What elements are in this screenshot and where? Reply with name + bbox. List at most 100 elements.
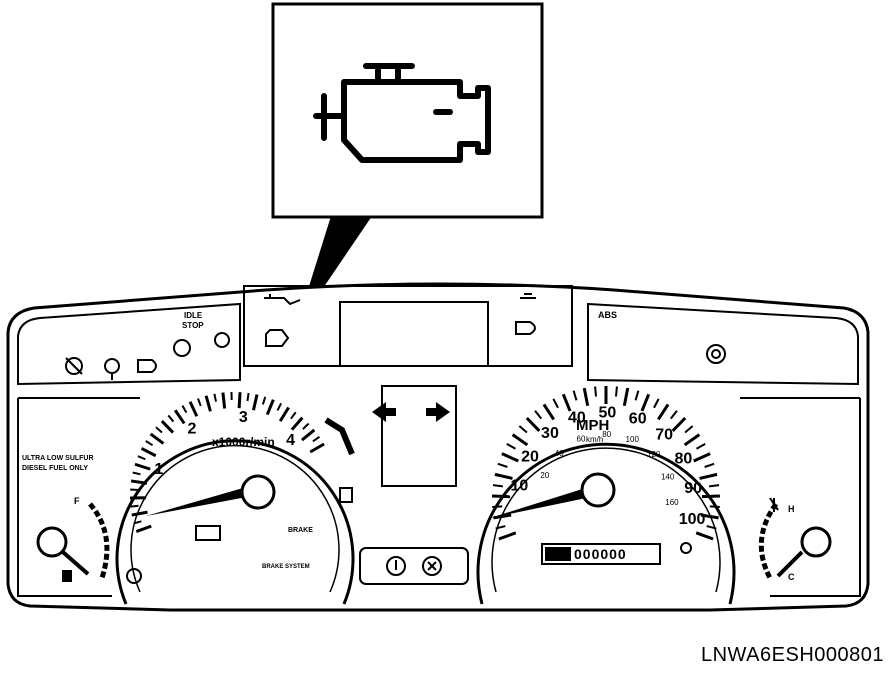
speedometer-mph-label: 50 (598, 405, 616, 422)
tachometer-label: 1 (154, 461, 163, 478)
speedometer-tick (706, 525, 717, 530)
speedometer-kmh-label: 60 (577, 435, 586, 444)
tachometer-tick (204, 395, 212, 412)
speedometer-mph-label: 40 (568, 410, 586, 427)
tachometer-tick (246, 392, 250, 402)
tachometer-tick (276, 402, 283, 411)
speedometer-tick (701, 494, 720, 499)
speedometer-tick (699, 472, 718, 480)
reference-code: LNWA6ESH000801 (700, 644, 884, 666)
brake-label: BRAKE (288, 527, 313, 534)
center-panel (264, 293, 536, 585)
turn-left-arrow-icon (372, 402, 396, 422)
brake-warning-icon (386, 556, 442, 576)
speedometer-tick (709, 505, 720, 508)
speedometer-tick (622, 387, 630, 407)
speedometer-tick (684, 425, 694, 434)
speedometer-tick (497, 462, 508, 468)
abs-label: ABS (598, 310, 617, 320)
tachometer-tick (290, 416, 304, 431)
speedometer-tick (695, 531, 714, 541)
speedometer-mph-label: 20 (521, 448, 539, 465)
temp-gauge-hub (800, 526, 832, 558)
speedometer-tick (498, 531, 517, 541)
speedometer-mph-label: 70 (655, 427, 673, 444)
abs-icon (706, 344, 726, 364)
svg-text:STOP: STOP (182, 321, 204, 330)
tachometer-tick (237, 392, 242, 409)
speedometer-tick (671, 416, 687, 432)
speedometer-tick (594, 386, 598, 397)
speedometer-kmh-label: 40 (555, 449, 564, 458)
tachometer-tick (137, 455, 146, 461)
fuel-gauge-hub (36, 526, 68, 558)
battery-icon (195, 525, 221, 541)
speedometer-tick (582, 387, 590, 407)
unit-kmh: km/h (586, 435, 603, 444)
speedometer-kmh-label: 140 (661, 472, 675, 481)
speedometer-kmh-label: 120 (647, 450, 661, 459)
temperature-icon (769, 497, 779, 512)
speedometer-tick (494, 472, 513, 480)
tachometer-tick (134, 462, 151, 471)
tachometer-tick (302, 422, 310, 430)
tachometer-tick (265, 399, 275, 416)
low-fuel-icon (339, 487, 353, 503)
tachometer-tick (252, 394, 259, 411)
speedometer-mph-label: 90 (684, 480, 702, 497)
tachometer-ticks (129, 392, 325, 533)
callout (271, 2, 544, 328)
fuel-pump-icon (62, 570, 72, 582)
tachometer-tick (181, 405, 188, 414)
tachometer-tick (197, 398, 202, 407)
tachometer-tick (140, 447, 157, 458)
tachometer-tick (188, 401, 199, 417)
tachometer-tick (261, 396, 267, 405)
callout-box (271, 2, 544, 219)
tachometer-tick (130, 488, 139, 491)
speedometer-mph-label: 100 (679, 511, 706, 528)
temp-cold-label: C (788, 572, 795, 582)
fuel-notice-line2: DIESEL FUEL ONLY (22, 465, 88, 472)
speedometer-kmh-label: 80 (602, 430, 611, 439)
tachometer-tick (155, 426, 163, 434)
tachometer-tick (132, 471, 141, 476)
speedometer-tick (708, 484, 720, 488)
speedometer-tick (493, 513, 512, 520)
tachometer-tick (149, 432, 165, 445)
tachometer-tick (130, 479, 148, 485)
speedometer-tick (511, 433, 529, 447)
unit-mph: MPH (576, 417, 609, 434)
tachometer-label: 2 (188, 421, 197, 438)
speedometer-tick (669, 410, 678, 420)
speedometer-mph-label: 80 (674, 451, 692, 468)
tachometer-tick (160, 420, 175, 434)
tachometer-scale-label: x1000r/min (212, 435, 275, 449)
speedometer-kmh-label: 20 (540, 471, 549, 480)
speedometer-tick (572, 390, 578, 401)
tachometer-tick (135, 524, 152, 533)
speedometer-needle (490, 486, 596, 518)
speedometer-tick (501, 452, 519, 463)
fuel-gauge: ULTRA LOW SULFUR DIESEL FUEL ONLY F (22, 455, 142, 584)
idle-stop-label: IDLE (184, 311, 203, 320)
tachometer-tick (213, 393, 217, 402)
odometer-value: 000000 (574, 546, 627, 562)
speedometer-mph-label: 10 (510, 477, 528, 494)
tachometer-tick (167, 414, 175, 423)
tachometer-tick (145, 440, 154, 447)
speedometer-tick (700, 513, 719, 520)
tachometer-hub (240, 474, 276, 510)
speedometer-mph-label: 60 (629, 411, 647, 428)
tachometer-label: 3 (239, 409, 248, 426)
tachometer-tick (133, 520, 142, 525)
speedometer-tick (492, 505, 503, 508)
check-engine-icon (313, 63, 491, 163)
speedometer-tick (542, 403, 555, 421)
tachometer-tick (131, 510, 148, 517)
speedometer-tick (525, 416, 541, 432)
